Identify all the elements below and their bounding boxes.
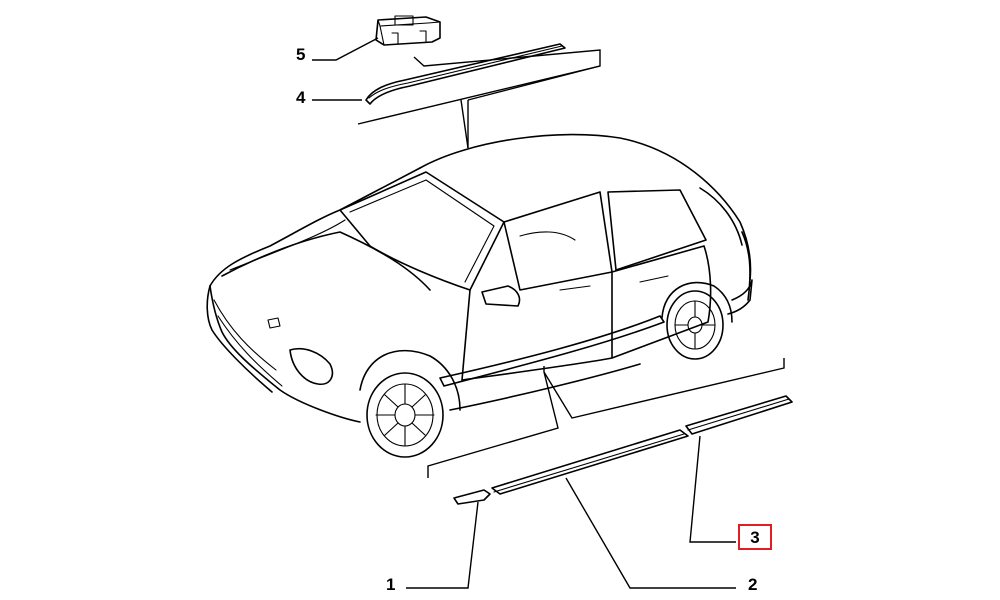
leader-5 bbox=[312, 37, 379, 61]
callout-5[interactable]: 5 bbox=[296, 45, 306, 64]
leader-3 bbox=[689, 435, 736, 543]
bracket-side bbox=[427, 358, 785, 478]
part-5-clip[interactable] bbox=[375, 15, 441, 46]
callout-2[interactable]: 2 bbox=[748, 575, 758, 594]
car-body bbox=[206, 133, 753, 458]
callout-1[interactable]: 1 bbox=[386, 575, 396, 594]
leader-2 bbox=[565, 477, 736, 589]
part-1-end-cap[interactable] bbox=[453, 489, 491, 505]
bracket-roof bbox=[357, 49, 601, 149]
callout-3[interactable]: 3 bbox=[738, 524, 772, 550]
leader-1 bbox=[406, 501, 479, 589]
callout-4[interactable]: 4 bbox=[296, 88, 306, 107]
part-3-door-molding-rear[interactable] bbox=[685, 395, 793, 435]
part-2-door-molding-front[interactable] bbox=[491, 429, 689, 495]
part-4-roof-molding[interactable] bbox=[365, 43, 566, 105]
